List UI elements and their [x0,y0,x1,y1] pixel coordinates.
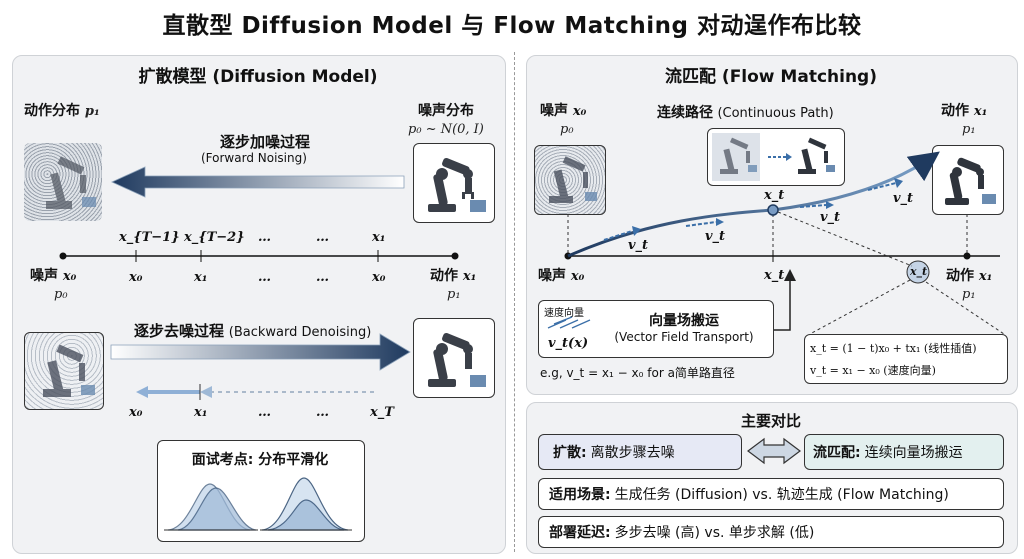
back-tick-2: x₁ [194,405,208,420]
interview-title: 面试考点: 分布平滑化 [191,452,329,468]
compare-diffusion-box: 扩散: 离散步骤去噪 [538,434,742,470]
right-end-p: p₁ [447,287,461,302]
compare-row-latency-text: 多步去噪 (高) vs. 单步求解 (低) [614,525,815,541]
backward-denoising-subtitle: (Backward Denoising) [228,325,372,340]
flow-noise-p: p₀ [560,122,574,137]
flow-example: e.g, v_t = x₁ − x₀ for a简单路直径 [540,366,735,380]
compare-row-latency-label: 部署延迟: [549,525,611,541]
top-tick-1: x_{T−1} [119,230,180,245]
noisy-robot-image [24,143,102,221]
vector-field-subtitle: (Vector Field Transport) [614,330,754,344]
action-dist-symbol: p₁ [84,104,100,119]
flow-noisy-robot [534,145,606,215]
bottom-tick-1: x₀ [129,270,143,285]
flow-axis-action-symbol: x₁ [978,269,993,284]
compare-flow-label: 流匹配: [813,445,861,461]
left-end-label: 噪声 x₀ [30,268,77,284]
page-title: 直散型 Diffusion Model 与 Flow Matching 对动逞作… [162,13,862,39]
vt-label-3: v_t [820,210,841,225]
vt-label-2: v_t [705,229,726,244]
top-tick-3: … [258,230,271,245]
clean-robot-image [413,143,495,223]
flow-clean-robot [932,145,1004,215]
forward-noising-title: 逐步加噪过程 [220,133,311,151]
right-end-label: 动作 x₁ [430,268,477,284]
compare-flow-text: 连续向量场搬运 [864,445,963,461]
right-end-symbol: x₁ [462,269,477,284]
top-tick-4: … [316,230,329,245]
center-divider [514,52,515,552]
formula-box [804,334,1008,384]
vector-field-symbol: v_t(x) [548,336,589,351]
flow-axis-noise-symbol: x₀ [570,269,585,284]
flow-action-p: p₁ [962,122,976,137]
back-tick-4: … [316,405,329,420]
back-tick-3: … [258,405,271,420]
flow-path-illustration [707,128,845,186]
bottom-tick-2: x₁ [194,270,208,285]
formula-line-1: x_t = (1 − t)x₀ + tx₁ (线性插值) [810,342,977,355]
flow-panel-title: 流匹配 (Flow Matching) [665,67,877,87]
compare-row-scenario: 适用场景: 生成任务 (Diffusion) vs. 轨迹生成 (Flow Ma… [538,478,1004,510]
vt-label-1: v_t [628,238,649,253]
top-tick-2: x_{T−2} [184,230,245,245]
left-end-symbol: x₀ [62,269,77,284]
noise-dist-formula: p₀ ~ N(0, I) [408,122,484,137]
xt-mark-label: x_t [764,188,785,203]
flow-action-label: 动作 x₁ [941,103,988,119]
compare-row-scenario-text: 生成任务 (Diffusion) vs. 轨迹生成 (Flow Matching… [614,487,949,503]
flow-action-symbol: x₁ [973,104,988,119]
backward-denoising-title: 逐步去噪过程 (Backward Denoising) [134,322,372,340]
diffusion-panel-title: 扩散模型 (Diffusion Model) [138,67,378,87]
flow-axis-action-p: p₁ [962,287,976,302]
clean-robot-image-2 [413,318,495,398]
vector-field-small-label: 速度向量 [544,308,584,319]
flow-noise-symbol: x₀ [572,104,587,119]
xt-axis-label: x_t [764,268,785,283]
continuous-path-label: 连续路径 (Continuous Path) [657,105,834,121]
compare-diffusion-label: 扩散: [553,445,587,461]
compare-diffusion-text: 离散步骤去噪 [590,445,675,461]
action-dist-label: 动作分布 p₁ [24,103,100,119]
formula-line-2: v_t = x₁ − x₀ (速度向量) [810,364,936,377]
flow-axis-action: 动作 x₁ [946,268,993,284]
continuous-path-subtitle: (Continuous Path) [717,106,834,121]
bottom-tick-3: … [258,270,271,285]
top-tick-5: x₁ [372,230,386,245]
left-end-p: p₀ [54,287,68,302]
noise-dist-label: 噪声分布 [418,103,474,119]
vector-field-box [538,300,774,358]
compare-row-scenario-label: 适用场景: [549,487,611,503]
noisy-robot-image-2 [24,332,104,410]
vt-label-4: v_t [893,191,914,206]
compare-title: 主要对比 [740,412,801,430]
compare-row-latency: 部署延迟: 多步去噪 (高) vs. 单步求解 (低) [538,516,1004,548]
compare-flow-box: 流匹配: 连续向量场搬运 [804,434,1004,470]
forward-noising-subtitle: (Forward Noising) [201,151,307,165]
flow-noise-label: 噪声 x₀ [540,103,587,119]
bottom-tick-4: … [316,270,329,285]
vector-field-title: 向量场搬运 [649,313,719,329]
back-tick-1: x₀ [129,405,143,420]
xt-circle-label: x_t [910,265,928,278]
flow-axis-noise: 噪声 x₀ [538,268,585,284]
bottom-tick-5: x₀ [372,270,386,285]
back-tick-5: x_T [370,405,394,420]
